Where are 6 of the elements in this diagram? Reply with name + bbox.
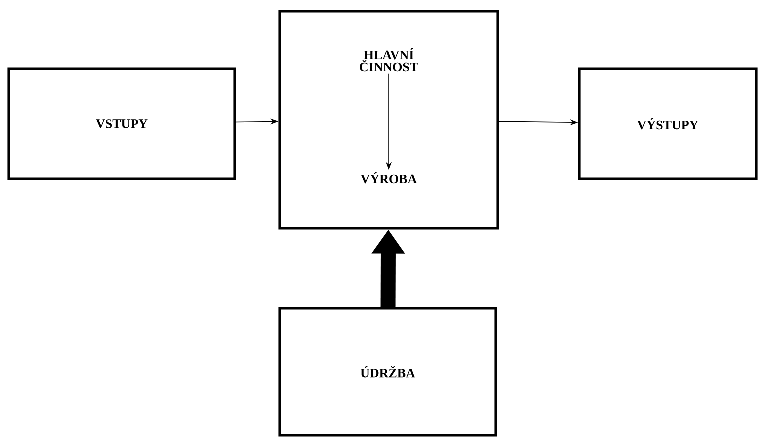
process-box: VSTUPY — [8, 68, 236, 180]
main-box — [278, 10, 500, 230]
node-text: VÝROBA — [360, 172, 418, 184]
process-box: VÝSTUPY — [578, 68, 758, 180]
process-box: ÚDRŽBA — [278, 307, 498, 437]
node-text: HLAVNÍ ČINNOST — [360, 48, 418, 72]
